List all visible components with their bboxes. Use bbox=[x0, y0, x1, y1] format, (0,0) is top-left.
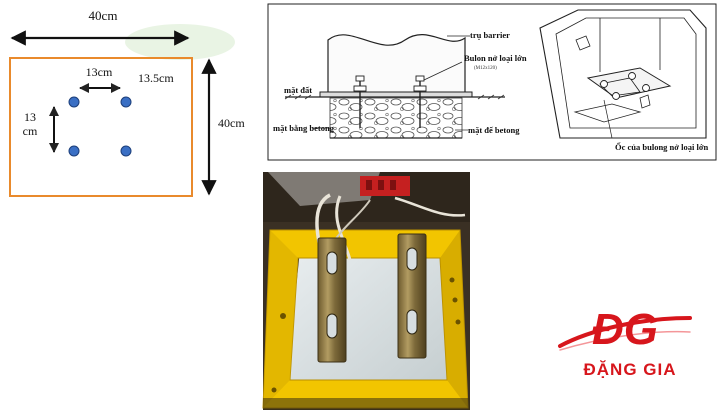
plate-slot bbox=[406, 309, 418, 335]
post-interior-sketch bbox=[539, 9, 707, 139]
concrete-base-label: mặt đế betong bbox=[468, 125, 520, 135]
plate-slot bbox=[326, 251, 338, 275]
frame-hole bbox=[449, 277, 455, 283]
bolt-hole-bottom-left bbox=[68, 145, 80, 157]
barrier-label: trụ barrier bbox=[470, 30, 510, 40]
bolt-hole-top-left bbox=[68, 96, 80, 108]
width-label: 40cm bbox=[89, 8, 118, 23]
cable bbox=[334, 199, 371, 241]
logo-brand-text: ĐẶNG GIA bbox=[584, 360, 677, 379]
barrier-post bbox=[327, 34, 466, 96]
plate-slot bbox=[406, 247, 418, 271]
bolt-layout-diagram: 40cm 40cm 13cm 13.5cm 13 cm bbox=[9, 8, 245, 197]
bolt-label: Bulon nở loại lớn bbox=[464, 53, 527, 63]
concrete-face-label: mặt bằng betong bbox=[273, 123, 335, 133]
height-label: 40cm bbox=[218, 116, 245, 130]
offset-label: 13.5cm bbox=[138, 71, 174, 85]
base-plate-outline bbox=[9, 57, 193, 197]
cable bbox=[394, 196, 466, 217]
ground-label: mặt đất bbox=[284, 85, 312, 95]
frame-hole bbox=[455, 319, 461, 325]
expansion-bolt-right bbox=[413, 75, 427, 128]
frame-hole bbox=[271, 387, 277, 393]
frame-hole bbox=[280, 313, 286, 319]
background-smudge bbox=[125, 24, 235, 60]
bolt-sublabel: (M12x120) bbox=[474, 66, 497, 71]
bolt-hole-top-right bbox=[120, 96, 132, 108]
floor-tile bbox=[285, 250, 455, 395]
plate-slot bbox=[326, 313, 338, 339]
post-base-plate bbox=[319, 91, 473, 98]
post-housing bbox=[268, 172, 380, 206]
logo-swoosh bbox=[558, 316, 692, 348]
dang-gia-logo: ĐG ĐẶNG GIA bbox=[558, 305, 692, 379]
nut-label: Ốc của bulong nở loại lớn bbox=[615, 142, 709, 152]
cable bbox=[335, 195, 352, 261]
expansion-bolt-left bbox=[353, 75, 367, 128]
installed-base-photo bbox=[262, 172, 470, 410]
red-terminal-block bbox=[360, 176, 410, 196]
concrete-foundation bbox=[329, 97, 463, 139]
bolt-spacing-v-label-2: cm bbox=[23, 124, 38, 138]
bolt-hole-bottom-right bbox=[120, 145, 132, 157]
logo-monogram: ĐG bbox=[592, 305, 658, 354]
bolt-spacing-h-label: 13cm bbox=[86, 65, 113, 79]
mounting-plate-right bbox=[397, 233, 427, 359]
frame-hole bbox=[452, 297, 458, 303]
installation-drawing: trụ barrier Bulon nở loại lớn (M12x120) … bbox=[267, 3, 717, 161]
bolt-spacing-v-label-1: 13 bbox=[24, 110, 36, 124]
mounting-plate-left bbox=[317, 237, 347, 363]
